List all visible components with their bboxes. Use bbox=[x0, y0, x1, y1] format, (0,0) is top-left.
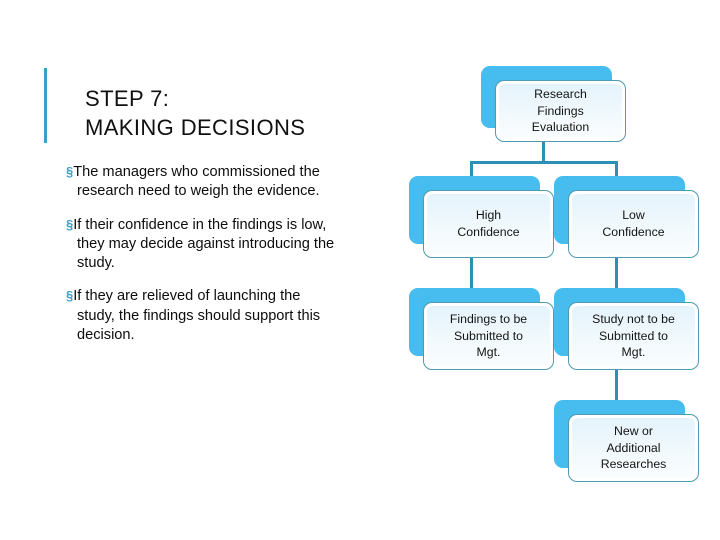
node-label: New or Additional Researches bbox=[600, 423, 667, 472]
page-title: STEP 7: MAKING DECISIONS bbox=[85, 86, 306, 141]
node-label: Study not to be Submitted to Mgt. bbox=[592, 311, 675, 360]
bullet-text: The managers who commissioned the resear… bbox=[73, 164, 320, 200]
flow-node-findings-submitted[interactable]: Findings to be Submitted to Mgt. bbox=[409, 288, 554, 370]
connector-root-bar bbox=[470, 161, 618, 164]
node-panel bbox=[499, 84, 622, 138]
node-label: Low Confidence bbox=[602, 208, 665, 239]
connector-low-to-study bbox=[615, 258, 618, 292]
bullet-marker: § bbox=[66, 288, 74, 304]
flow-node-new-additional-researches[interactable]: New or Additional Researches bbox=[554, 400, 699, 482]
node-panel bbox=[572, 194, 695, 254]
node-panel bbox=[427, 194, 550, 254]
connector-high-to-findings bbox=[470, 258, 473, 292]
list-item: §If they are relieved of launching the s… bbox=[66, 287, 341, 345]
connector-root-stem bbox=[542, 141, 545, 163]
flow-node-low-confidence[interactable]: Low Confidence bbox=[554, 176, 699, 258]
flow-node-high-confidence[interactable]: High Confidence bbox=[409, 176, 554, 258]
bullet-text: If their confidence in the findings is l… bbox=[73, 216, 335, 272]
flow-node-study-not-submitted[interactable]: Study not to be Submitted to Mgt. bbox=[554, 288, 699, 370]
node-panel bbox=[572, 418, 695, 478]
node-label: Research Findings Evaluation bbox=[531, 86, 590, 135]
bullet-marker: § bbox=[66, 164, 74, 179]
bullet-list: §The managers who commissioned the resea… bbox=[66, 163, 341, 359]
node-label: High Confidence bbox=[457, 208, 520, 239]
bullet-marker: § bbox=[66, 216, 74, 232]
list-item: §If their confidence in the findings is … bbox=[66, 216, 341, 274]
node-panel bbox=[572, 306, 695, 366]
node-label: Findings to be Submitted to Mgt. bbox=[449, 311, 528, 360]
bullet-text: If they are relieved of launching the st… bbox=[73, 288, 321, 343]
flow-node-research-findings-evaluation[interactable]: Research Findings Evaluation bbox=[481, 66, 626, 142]
node-panel bbox=[427, 306, 550, 366]
list-item: §The managers who commissioned the resea… bbox=[66, 163, 341, 202]
connector-to-high-confidence bbox=[470, 161, 473, 181]
connector-study-to-new-research bbox=[615, 370, 618, 402]
connector-to-low-confidence bbox=[615, 161, 618, 181]
title-accent-bar bbox=[44, 68, 47, 143]
